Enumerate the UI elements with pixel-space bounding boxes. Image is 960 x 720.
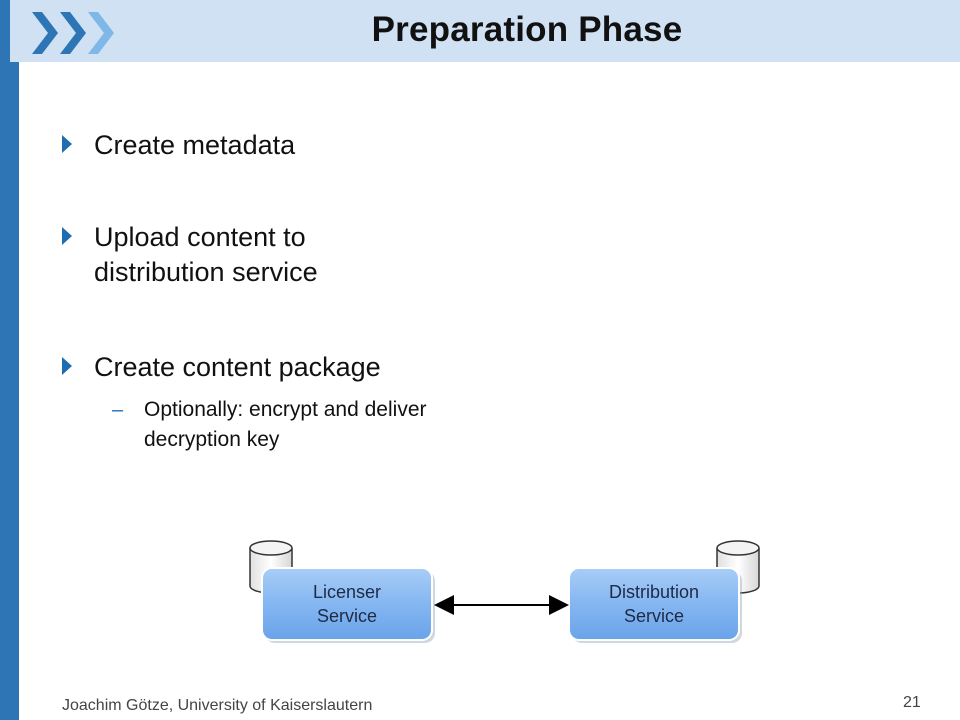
- bullet-item: Create metadata: [62, 128, 295, 163]
- title-bar: Preparation Phase: [10, 0, 960, 62]
- chevron-arrows-icon: [32, 12, 114, 54]
- slide-title: Preparation Phase: [371, 10, 683, 49]
- node-label-line: Distribution: [608, 582, 700, 602]
- page-number: 21: [903, 694, 921, 711]
- licenser-service-label: Licenser Service: [262, 580, 432, 628]
- bullet-text: Create metadata: [94, 130, 296, 160]
- node-label-line: Service: [316, 606, 378, 626]
- distribution-service-label: Distribution Service: [569, 580, 739, 628]
- sub-bullet-item: – Optionally: encrypt and deliver decryp…: [112, 395, 444, 455]
- bullet-item: Create content package: [62, 350, 381, 385]
- node-label-line: Service: [623, 606, 685, 626]
- triangle-bullet-icon: [62, 357, 72, 375]
- bullet-text: Upload content to distribution service: [94, 222, 318, 287]
- left-accent-bar: [0, 0, 19, 720]
- dash-bullet: –: [112, 399, 124, 421]
- bullet-item: Upload content to distribution service: [62, 220, 394, 290]
- bullet-text: Create content package: [94, 352, 381, 382]
- node-label-line: Licenser: [312, 582, 382, 602]
- triangle-bullet-icon: [62, 135, 72, 153]
- footer-author: Joachim Götze, University of Kaiserslaut…: [62, 697, 373, 714]
- triangle-bullet-icon: [62, 227, 72, 245]
- sub-bullet-text: Optionally: encrypt and deliver decrypti…: [144, 398, 427, 451]
